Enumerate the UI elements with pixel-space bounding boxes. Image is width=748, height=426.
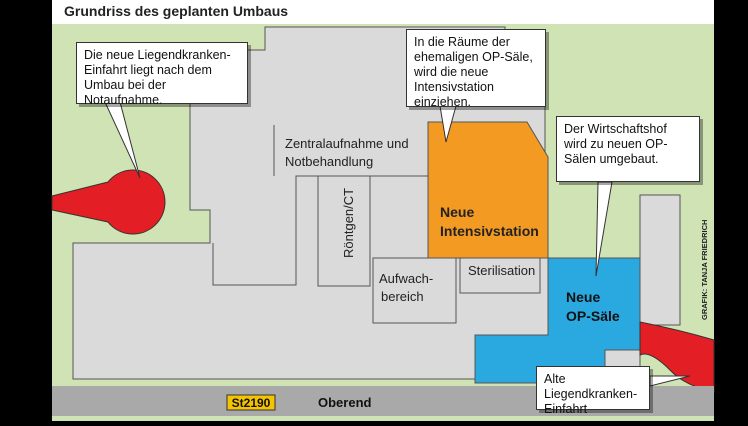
zentral-label-2: Notbehandlung	[285, 154, 373, 169]
title-strip	[52, 0, 714, 24]
new-entrance-drive	[51, 169, 166, 235]
aufwach-label-1: Aufwach-	[379, 271, 433, 286]
op-label-1: Neue	[566, 289, 600, 305]
intensiv-area	[427, 121, 549, 259]
callout-old-entrance: Alte Liegendkranken-Einfahrt	[536, 366, 650, 416]
zentral-label-1: Zentralaufnahme und	[285, 136, 409, 151]
steril-room	[459, 257, 541, 294]
map-title: Grundriss des geplanten Umbaus	[64, 3, 288, 19]
old-entrance-drive	[639, 321, 715, 393]
steril-label: Sterilisation	[468, 263, 535, 278]
aufwach-room	[372, 257, 457, 324]
route-sign	[226, 394, 276, 411]
callout-intensiv: In die Räume der ehemaligen OP-Säle, wir…	[406, 29, 546, 109]
credit-text: GRAFIK: TANJA FRIEDRICH	[700, 220, 709, 320]
callout-tail-old-entrance	[649, 375, 691, 387]
callout-new-entrance: Die neue Liegendkranken-Einfahrt liegt n…	[76, 42, 248, 107]
intensiv-label-2: Intensivstation	[440, 223, 539, 239]
roentgen-label: Röntgen/CT	[341, 188, 356, 258]
callout-wirtschaftshof: Der Wirtschaftshof wird zu neuen OP-Säle…	[556, 116, 700, 182]
callout-tail-op	[595, 181, 613, 277]
op-label-2: OP-Säle	[566, 308, 620, 324]
intensiv-label-1: Neue	[440, 204, 474, 220]
aufwach-label-2: bereich	[381, 289, 424, 304]
annex-building	[639, 194, 681, 326]
route-number: St2190	[232, 396, 271, 410]
street-name: Oberend	[318, 395, 372, 410]
roentgen-room	[317, 175, 371, 287]
